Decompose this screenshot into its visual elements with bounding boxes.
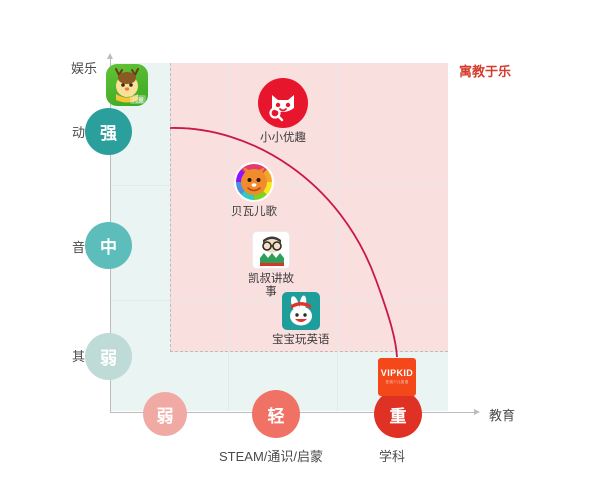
app-label-baobaowanyingyu: 宝宝玩英语 (272, 334, 330, 346)
vipkid-logo-subtext: 在线少儿英语 (385, 380, 409, 385)
app-node-beva[interactable]: 贝瓦儿歌 (231, 162, 277, 219)
vertical-gridline-1 (228, 63, 229, 411)
x-bubble-heavy[interactable]: 重 (374, 390, 422, 438)
x-axis-arrow-icon (474, 409, 480, 415)
bbwyy-app-icon[interactable] (281, 292, 320, 330)
y-bubble-strong[interactable]: 强 (85, 108, 132, 155)
kaishu-app-icon[interactable] (252, 231, 290, 269)
y-bubble-weak[interactable]: 弱 (85, 333, 132, 380)
frontier-annotation-label: 寓教于乐 (459, 64, 512, 79)
beva-app-icon[interactable] (234, 162, 274, 202)
app-node-deer[interactable]: 儿童 (106, 64, 148, 110)
y-bubble-medium[interactable]: 中 (85, 222, 132, 269)
deer-app-icon[interactable]: 儿童 (106, 64, 148, 106)
x-tick-label-subject: 学科 (379, 449, 406, 464)
app-node-xiaoxiaoyouqu[interactable]: 小小优趣 (258, 78, 308, 145)
app-label-kaishu: 凯叔讲故 事 (248, 273, 294, 299)
app-node-vipkid[interactable]: VIPKID 在线少儿英语 (378, 358, 416, 400)
app-node-baobaowanyingyu[interactable]: 宝宝玩英语 (272, 292, 330, 347)
app-label-beva: 贝瓦儿歌 (231, 206, 277, 218)
vipkid-app-icon[interactable]: VIPKID 在线少儿英语 (378, 358, 416, 396)
vertical-gridline-2 (337, 63, 338, 411)
x-axis-end-label: 教育 (489, 408, 516, 423)
y-axis-end-label: 娱乐 (71, 61, 98, 76)
app-node-kaishu[interactable]: 凯叔讲故 事 (248, 231, 294, 299)
cat-app-icon[interactable] (258, 78, 308, 128)
x-bubble-light[interactable]: 轻 (252, 390, 300, 438)
app-label-xiaoxiaoyouqu: 小小优趣 (260, 132, 306, 144)
vipkid-logo-text: VIPKID (380, 367, 414, 378)
x-tick-label-steam: STEAM/通识/启蒙 (219, 449, 324, 464)
y-axis-arrow-icon (107, 53, 113, 59)
x-bubble-weak[interactable]: 弱 (143, 392, 187, 436)
horizontal-gridline-1 (111, 185, 448, 186)
